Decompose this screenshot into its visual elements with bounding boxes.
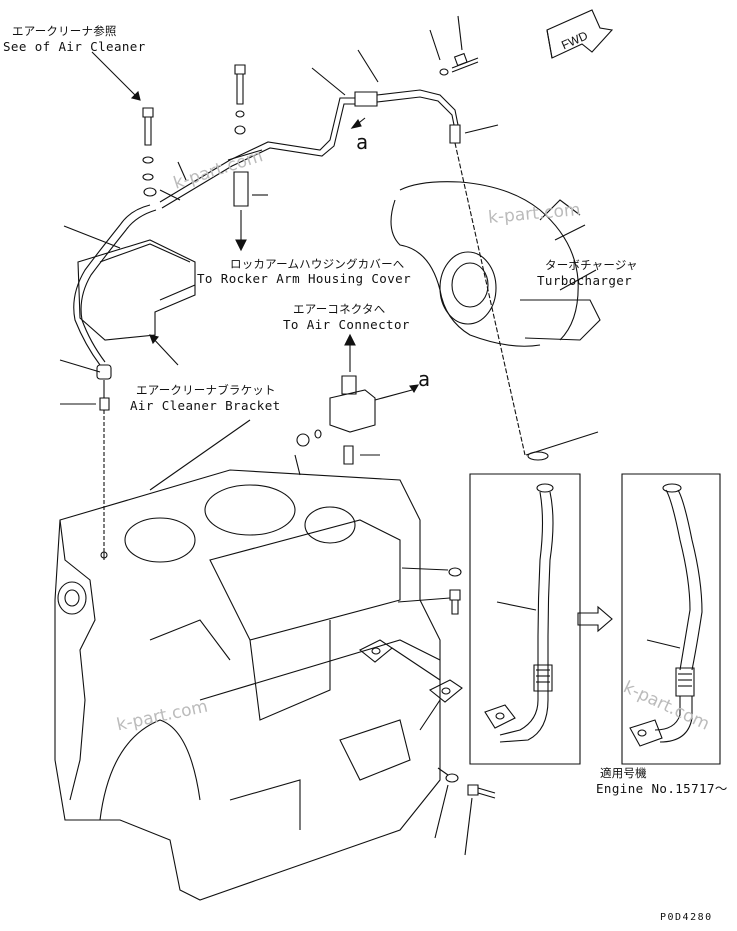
connector-label-en: To Air Connector	[283, 317, 410, 332]
engine-label-jp: 適用号機	[600, 766, 647, 780]
air-cleaner-bolt	[64, 108, 186, 248]
air-cleaner-leader	[92, 52, 140, 100]
air-hose	[60, 205, 156, 550]
arrow-right	[578, 607, 612, 631]
detail-a-arrow-upper	[352, 118, 365, 128]
rocker-label-jp: ロッカアームハウジングカバーへ	[230, 257, 405, 271]
rocker-label-en: To Rocker Arm Housing Cover	[197, 271, 411, 286]
detail-a-label-lower: a	[418, 367, 431, 391]
drain-pipe-detail-right	[622, 474, 720, 764]
bracket-label-en: Air Cleaner Bracket	[130, 398, 281, 413]
rocker-leader	[60, 270, 596, 372]
air-connector-bracket	[295, 335, 418, 475]
rocker-bolt	[234, 65, 268, 250]
turbo-label-jp: ターボチャージャ	[545, 258, 638, 272]
fwd-text: FWD	[559, 28, 590, 52]
fwd-arrow: FWD	[547, 10, 612, 58]
drain-pipe-detail-left	[470, 474, 580, 764]
turbocharger	[391, 182, 600, 347]
turbo-label-en: Turbocharger	[537, 273, 633, 288]
engine-block	[55, 420, 440, 900]
connector-label-jp: エアーコネクタへ	[293, 302, 386, 316]
detail-a-label-upper: a	[356, 130, 369, 154]
lower-fasteners	[360, 432, 598, 855]
air-cleaner-label-en: See of Air Cleaner	[3, 39, 146, 54]
turbo-bolt	[430, 16, 478, 75]
bracket-label-jp: エアークリーナブラケット	[136, 383, 276, 397]
air-cleaner-bracket	[78, 240, 195, 365]
breather-pipe-upper	[160, 50, 525, 455]
air-cleaner-label-jp: エアークリーナ参照	[12, 24, 117, 38]
engine-label-en: Engine No.15717～	[596, 781, 728, 796]
drawing-code: P0D4280	[660, 912, 713, 923]
